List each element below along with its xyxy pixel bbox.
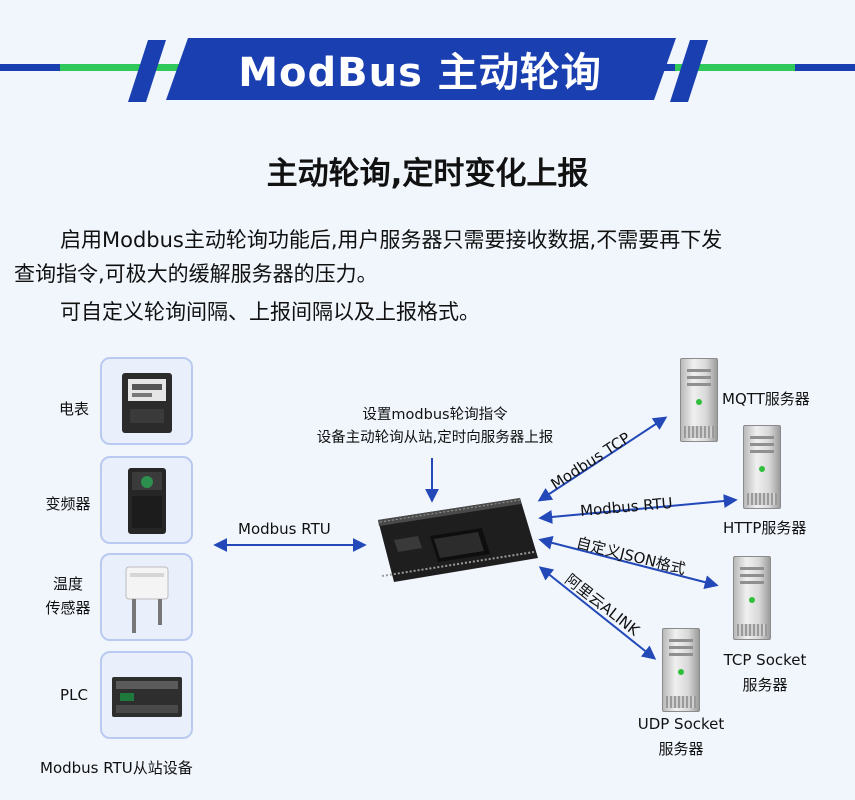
note-line-1: 设置modbus轮询指令 xyxy=(362,407,508,423)
device-label-sensor-line-2: 传感器 xyxy=(45,599,91,617)
plc-icon xyxy=(112,677,182,717)
device-box-sensor xyxy=(100,553,193,641)
device-box-meter xyxy=(100,357,193,445)
paragraph-line-3: 可自定义轮询间隔、上报间隔以及上报格式。 xyxy=(60,300,480,324)
server-udp-icon xyxy=(662,628,700,712)
server-label-udp-line-2: 服务器 xyxy=(658,740,704,758)
banner-slash-left xyxy=(128,40,166,102)
banner-line-accent-left xyxy=(60,64,180,71)
server-tcp-icon xyxy=(733,556,771,640)
arrow-udp xyxy=(538,566,657,660)
banner-graphic xyxy=(0,38,855,102)
device-label-meter: 电表 xyxy=(58,400,89,418)
paragraph-line-2: 查询指令,可极大的缓解服务器的压力。 xyxy=(14,262,378,286)
banner-plate xyxy=(166,38,676,100)
temperature-sensor-icon xyxy=(125,566,169,633)
subtitle: 主动轮询,定时变化上报 xyxy=(266,156,589,192)
paragraph-line-1: 启用Modbus主动轮询功能后,用户服务器只需要接收数据,不需要再下发 xyxy=(60,228,723,252)
server-label-tcp-line-2: 服务器 xyxy=(742,676,788,694)
device-label-plc: PLC xyxy=(60,686,88,704)
server-label-udp-line-1: UDP Socket xyxy=(637,715,725,733)
page-title: ModBus 主动轮询 xyxy=(238,50,602,96)
server-label-tcp-line-1: TCP Socket xyxy=(723,651,807,669)
edge-label-left: Modbus RTU xyxy=(238,520,331,538)
device-box-plc xyxy=(100,651,193,739)
inverter-icon xyxy=(128,468,166,534)
device-label-sensor-line-1: 温度 xyxy=(52,575,83,593)
note-line-2: 设备主动轮询从站,定时向服务器上报 xyxy=(316,430,554,446)
device-box-inverter xyxy=(100,456,193,544)
server-mqtt-icon xyxy=(680,358,718,442)
gateway-board-icon xyxy=(378,498,538,582)
arrow-tcp xyxy=(538,536,719,589)
devices-caption: Modbus RTU从站设备 xyxy=(40,759,193,777)
electric-meter-icon xyxy=(122,373,172,433)
server-label-mqtt: MQTT服务器 xyxy=(722,390,810,408)
server-http-icon xyxy=(743,425,781,509)
banner-line-accent-right xyxy=(675,64,795,71)
banner-slash-right xyxy=(670,40,708,102)
server-label-http: HTTP服务器 xyxy=(723,519,807,537)
device-label-inverter: 变频器 xyxy=(45,495,91,513)
arrow-mqtt xyxy=(537,416,668,502)
arrow-http xyxy=(538,494,738,524)
